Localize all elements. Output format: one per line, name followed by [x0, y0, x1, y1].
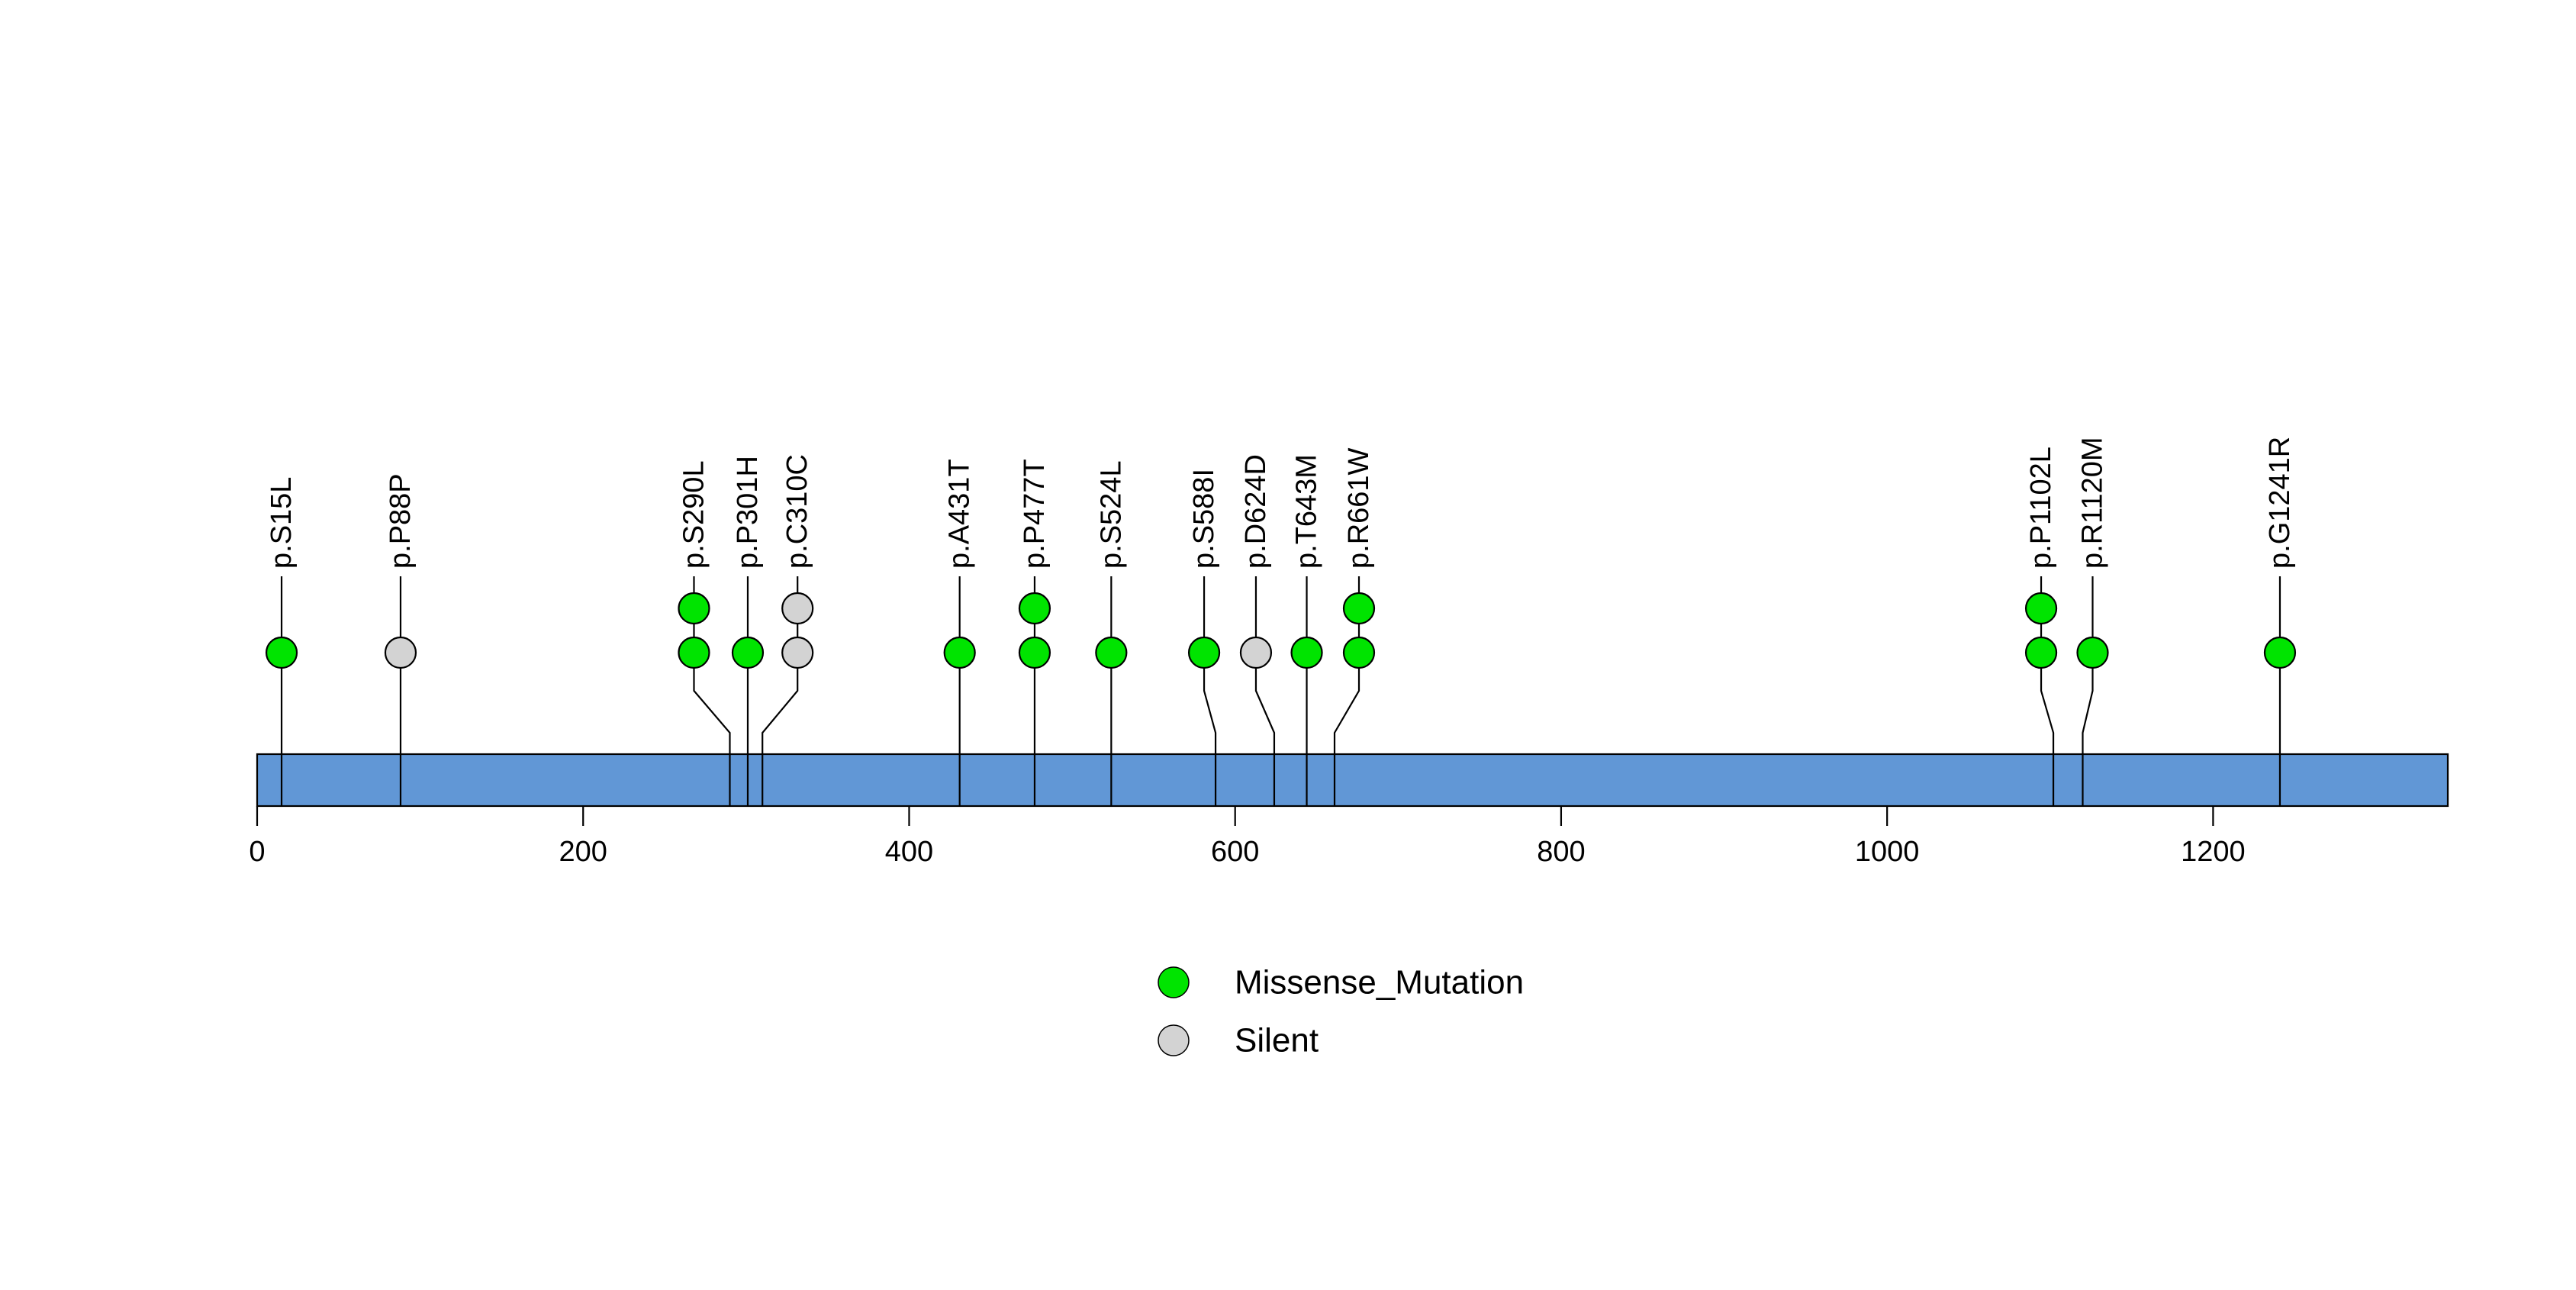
- mutation-circle: [2024, 636, 2058, 669]
- mutation-label: p.A431T: [944, 459, 976, 569]
- protein-bar: [256, 753, 2449, 808]
- mutation-circle: [731, 636, 765, 669]
- axis-tick-label: 600: [1211, 836, 1259, 868]
- mutation-label: p.S524L: [1095, 460, 1127, 569]
- axis-tick-label: 800: [1537, 836, 1585, 868]
- mutation-circle: [2263, 636, 2297, 669]
- mutation-circle: [1290, 636, 1323, 669]
- mutation-circle: [1018, 592, 1051, 625]
- mutation-label: p.P1102L: [2025, 447, 2057, 569]
- mutation-label: p.R1120M: [2077, 437, 2109, 569]
- mutation-circle: [265, 636, 298, 669]
- mutation-circle: [781, 592, 814, 625]
- mutation-circle: [1239, 636, 1273, 669]
- mutation-circle: [678, 636, 710, 669]
- mutation-label: p.D624D: [1240, 454, 1272, 569]
- mutation-stem: [1254, 576, 1276, 806]
- axis-tick-label: 1000: [1855, 836, 1920, 868]
- mutation-circle: [1187, 636, 1221, 669]
- axis-tick-label: 200: [559, 836, 607, 868]
- legend-swatch-silent: [1158, 1024, 1190, 1056]
- mutation-circle: [1095, 636, 1128, 669]
- mutation-stem: [1203, 576, 1217, 806]
- mutation-stem: [2040, 576, 2055, 806]
- mutation-label: p.G1241R: [2264, 437, 2296, 569]
- axis-tick-label: 1200: [2181, 836, 2246, 868]
- mutation-label: p.R661W: [1343, 447, 1375, 569]
- mutation-circle: [1342, 636, 1376, 669]
- mutation-circle: [781, 636, 814, 669]
- mutation-label: p.S588I: [1188, 469, 1220, 569]
- legend-label: Silent: [1235, 1022, 1319, 1059]
- mutation-stem: [1333, 576, 1360, 806]
- mutation-circle: [1018, 636, 1051, 669]
- mutation-circle: [2076, 636, 2109, 669]
- mutation-stem: [2082, 576, 2094, 806]
- mutation-label: p.P88P: [385, 473, 417, 569]
- mutation-circle: [384, 636, 417, 669]
- mutation-label: p.P301H: [732, 456, 764, 569]
- mutation-circle: [943, 636, 976, 669]
- mutation-circle: [1342, 592, 1376, 625]
- mutation-stem: [762, 576, 799, 806]
- legend-swatch-missense_mutation: [1158, 966, 1190, 998]
- mutation-stem: [693, 576, 731, 806]
- mutation-label: p.S290L: [678, 460, 710, 569]
- axis-tick-label: 400: [885, 836, 933, 868]
- axis-tick-label: 0: [249, 836, 265, 868]
- legend-label: Missense_Mutation: [1235, 964, 1524, 1001]
- mutation-label: p.P477T: [1019, 459, 1051, 569]
- mutation-label: p.C310C: [781, 454, 813, 569]
- mutation-circle: [2024, 592, 2058, 625]
- mutation-circle: [678, 592, 710, 625]
- mutation-label: p.T643M: [1291, 454, 1323, 569]
- mutation-label: p.S15L: [266, 477, 298, 569]
